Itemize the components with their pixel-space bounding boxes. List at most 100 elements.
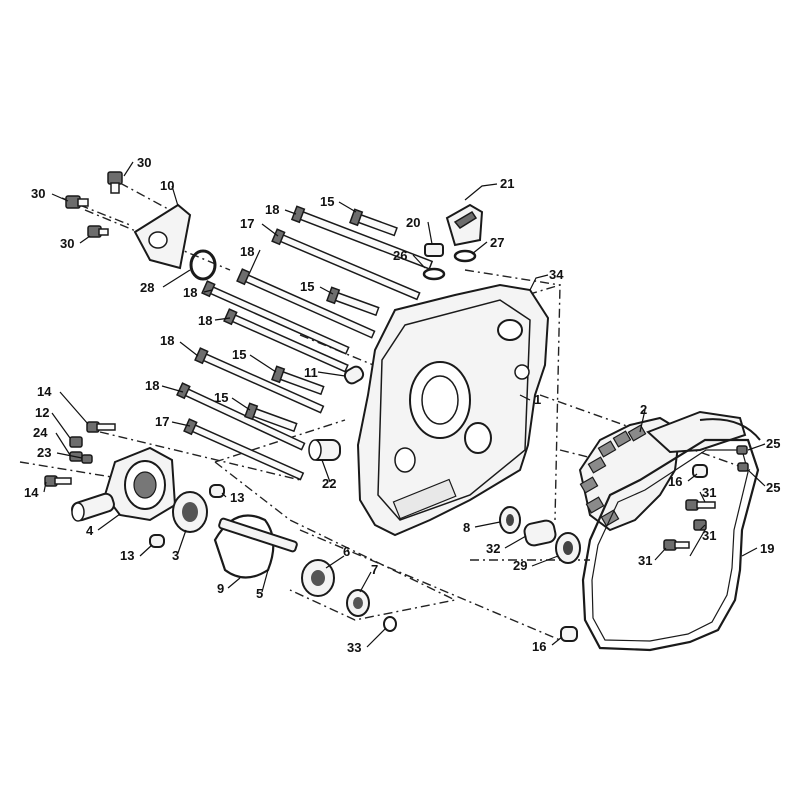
leader-line [412,254,426,269]
callout-7: 7 [371,562,378,577]
leader-line [699,491,706,503]
callout-1: 1 [534,392,541,407]
leader-line [79,235,91,244]
callout-33: 33 [347,640,361,655]
stator-coil [597,440,617,458]
washer-26 [422,267,446,281]
leader-line [529,274,549,291]
long-bolt [290,205,434,270]
screw-shaft [98,228,109,236]
leader-line [51,193,69,202]
oil-cap-grip [453,210,478,229]
callout-27: 27 [490,235,504,250]
callout-11: 11 [304,365,318,380]
callout-22: 22 [322,476,336,491]
screw-25 [736,445,748,455]
short-bolt [349,208,398,237]
leader-line [162,269,191,288]
leader-line [747,469,766,487]
callout-18: 18 [145,378,159,393]
stator-coil [585,496,605,514]
leader-line [249,354,277,373]
leader-line [123,161,134,177]
stator-coil [579,476,599,494]
alignment-line [214,419,346,463]
alignment-line [214,461,458,621]
short-bolt [326,286,380,317]
callout-19: 19 [760,541,774,556]
bolt-head [223,308,238,326]
gasket-inner-outline [591,449,749,642]
bearing-8-core [506,514,514,526]
callout-4: 4 [86,523,94,538]
callout-16: 16 [532,639,546,654]
callout-18: 18 [198,313,212,328]
bolt-head [271,365,286,384]
callout-24: 24 [33,425,48,440]
gasket [581,438,760,652]
callout-31: 31 [638,553,652,568]
gasket-outline [581,438,760,652]
impeller-3-hub [182,502,198,522]
bolt-14-shaft [54,477,72,485]
cover-plate [133,203,217,281]
bolt-31 [685,499,699,511]
callout-21: 21 [500,176,514,191]
leader-line [317,371,346,377]
callout-17: 17 [240,216,254,231]
leader-line [56,452,83,459]
callout-8: 8 [463,520,470,535]
short-bolt [271,365,325,396]
callout-26: 26 [393,248,407,263]
bolt-shaft [355,213,398,237]
bushing-32 [523,519,557,547]
leader-lines [43,161,766,648]
callout-13: 13 [120,548,134,563]
leader-line [531,555,559,567]
crankcase-shaft-bore [464,422,492,454]
leader-line [59,391,89,425]
callout-2: 2 [640,402,647,417]
stator-coil [587,456,607,474]
pump-fasteners [44,421,116,487]
bolt-head [349,208,364,227]
callout-25: 25 [766,436,780,451]
crankcase-rib [392,478,457,520]
leader-line [654,547,667,561]
bottom-center-parts [301,559,397,632]
alignment-lines [19,182,751,641]
leader-line [519,394,531,401]
crankcase-hole [514,364,530,380]
impeller-assembly [149,484,298,579]
alignment-line [299,529,561,641]
callout-15: 15 [320,194,334,209]
callout-6: 6 [343,544,350,559]
bolt-head [236,268,251,286]
dowel-16 [560,626,578,642]
leader-line [177,529,187,554]
callout-10: 10 [160,178,174,193]
screw-25 [737,462,749,472]
water-pump [71,446,177,522]
callout-29: 29 [513,558,527,573]
bolt-head [244,402,259,421]
long-bolts [176,205,434,481]
callout-18: 18 [183,285,197,300]
leader-line [321,459,331,483]
callout-31: 31 [702,528,716,543]
leader-line [747,443,766,451]
callout-14: 14 [37,384,52,399]
leader-line [427,221,433,245]
cover-screws [65,171,123,238]
leader-line [284,209,297,215]
stator-coil [627,424,647,442]
crankcase-bore [409,361,471,439]
long-bolt [194,347,325,414]
water-pump-seal [133,471,157,499]
pump-shaft-5 [218,517,298,553]
callout-14: 14 [24,485,39,500]
leader-line [139,544,153,557]
callout-30: 30 [60,236,74,251]
leader-line [639,409,646,433]
